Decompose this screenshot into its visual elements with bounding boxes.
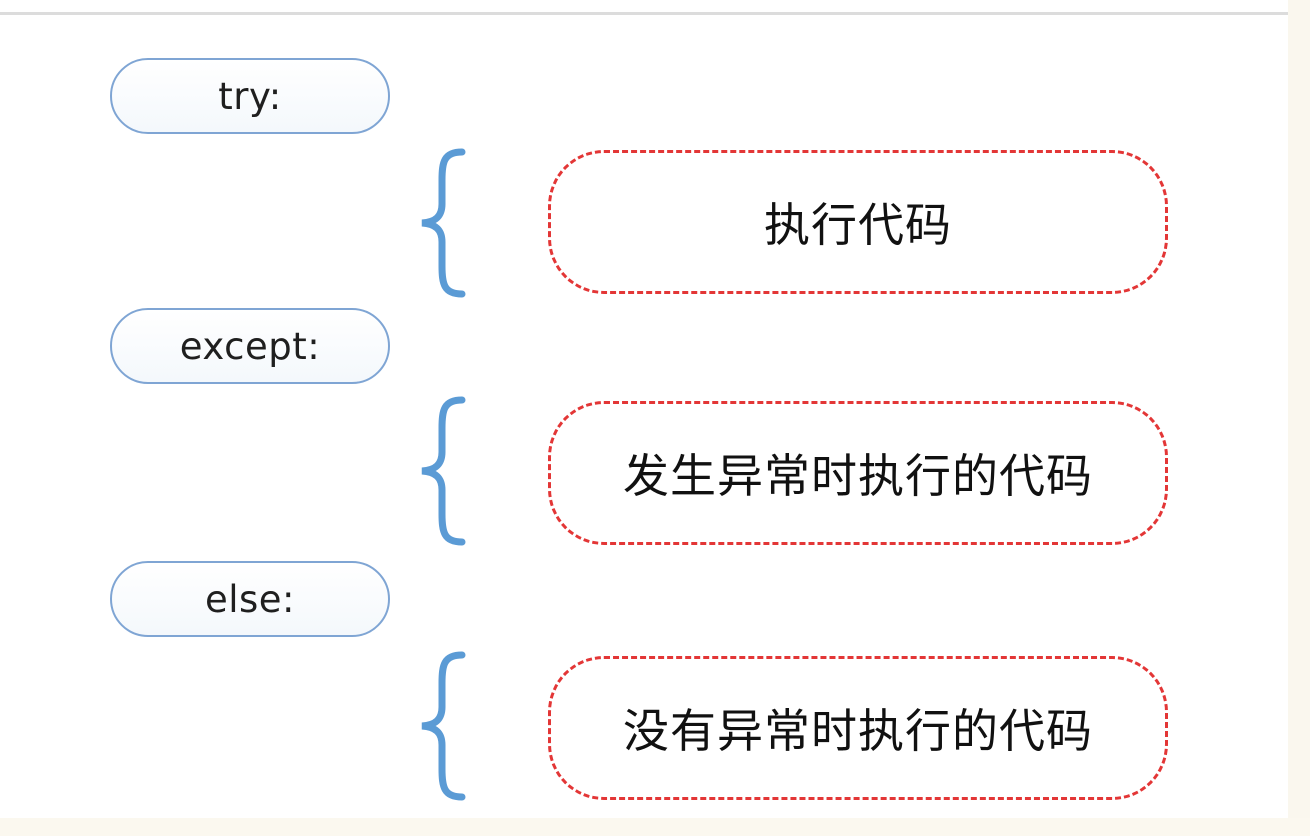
try-keyword-pill: try:: [110, 58, 390, 134]
except-code-box: 发生异常时执行的代码: [548, 401, 1168, 545]
except-brace-icon: [421, 396, 466, 546]
diagram-canvas: try: 执行代码 except: 发生异常时执行的代码 else: 没有异常时…: [0, 0, 1288, 818]
try-brace-icon: [421, 148, 466, 298]
else-keyword-pill: else:: [110, 561, 390, 637]
except-keyword-label: except:: [179, 324, 321, 368]
else-keyword-label: else:: [204, 577, 296, 621]
else-code-description: 没有异常时执行的代码: [623, 704, 1093, 758]
try-code-box: 执行代码: [548, 150, 1168, 294]
try-code-description: 执行代码: [764, 198, 952, 252]
else-code-box: 没有异常时执行的代码: [548, 656, 1168, 800]
bottom-edge-strip: [0, 818, 1310, 836]
top-divider: [0, 12, 1288, 15]
try-keyword-label: try:: [218, 74, 282, 118]
except-code-description: 发生异常时执行的代码: [623, 449, 1093, 503]
else-brace-icon: [421, 651, 466, 801]
right-edge-strip: [1288, 0, 1310, 836]
except-keyword-pill: except:: [110, 308, 390, 384]
